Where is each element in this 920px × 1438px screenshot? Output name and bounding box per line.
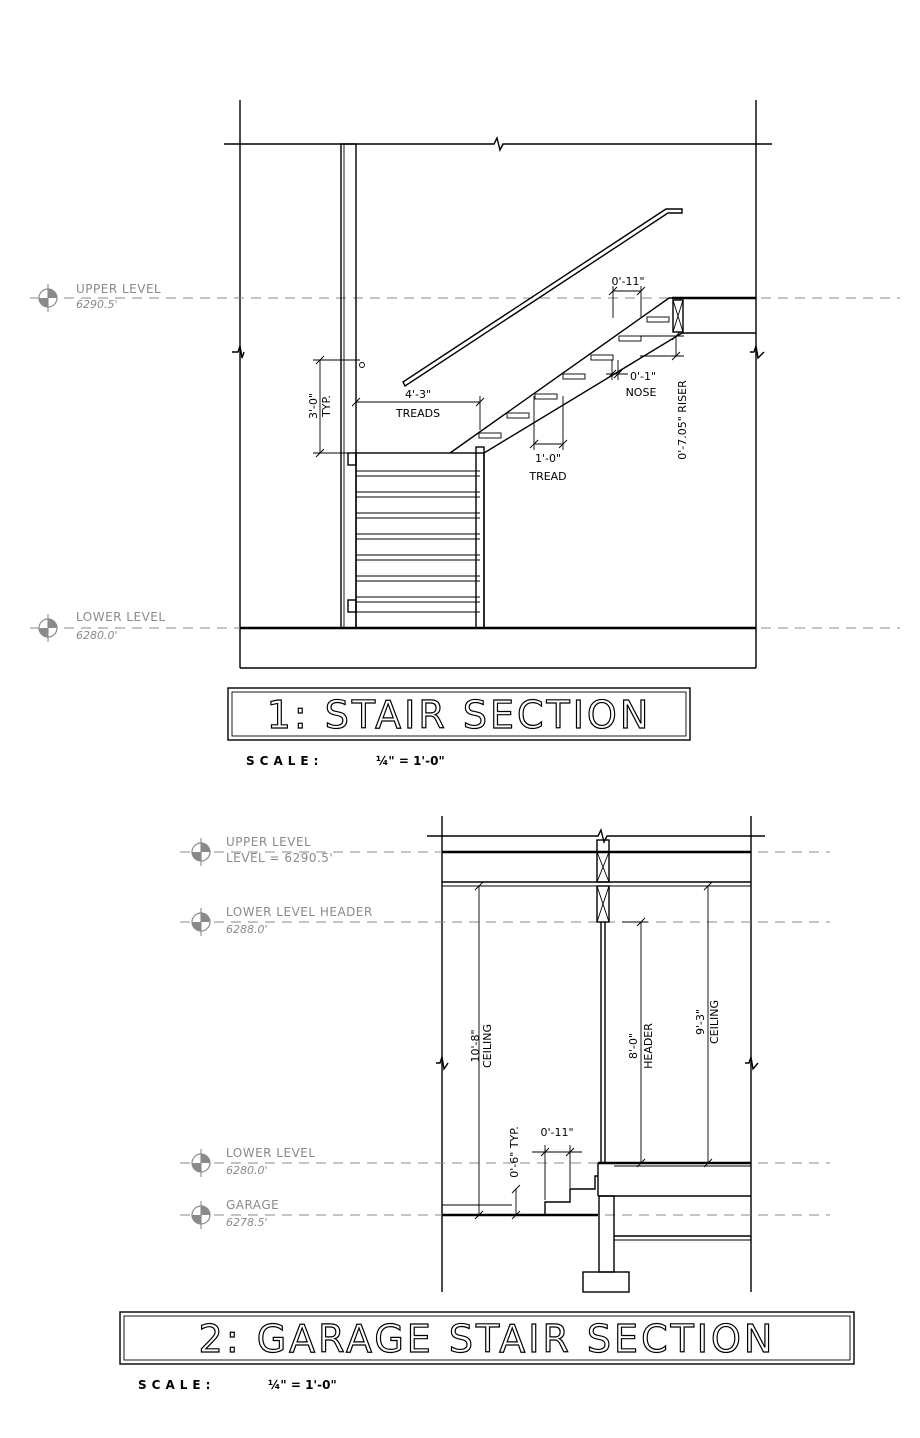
step-height-dim: 0'-6" TYP. [508, 1126, 521, 1177]
stair-section-1: UPPER LEVEL 6290.5' LOWER LEVEL 6280.0' [30, 100, 900, 768]
header-joist-2 [596, 885, 610, 923]
treads-label: TREADS [395, 407, 440, 420]
tread-depth-dim: 1'-0" [535, 452, 561, 465]
break-line-top [224, 135, 772, 153]
garage-steps [520, 1175, 598, 1216]
header-level-marker-icon [191, 908, 211, 936]
ceiling-left-label: CEILING [481, 1024, 494, 1068]
garage-level-marker-icon [191, 1201, 211, 1229]
upper-level-2-elevation: LEVEL = 6290.5' [226, 851, 333, 865]
header-height-dim: 8'-0" [627, 1033, 640, 1059]
ceiling-right-dim: 9'-3" [694, 1009, 707, 1035]
title-box-1 [227, 687, 691, 741]
garage-level-name: GARAGE [226, 1198, 279, 1212]
nose-dim: 0'-1" [630, 370, 656, 383]
header-level-elevation: 6288.0' [226, 923, 268, 936]
section-2-title: 2: GARAGE STAIR SECTION [199, 1317, 776, 1361]
rail-height-dim: 3'-0" [307, 393, 320, 419]
section-1-title: 1: STAIR SECTION [267, 693, 652, 737]
top-tread-dim: 0'-11" [611, 275, 644, 288]
break-left [232, 345, 245, 359]
rail-bracket-top [347, 452, 357, 466]
step-width-dim: 0'-11" [540, 1126, 573, 1139]
treads-length-dim: 4'-3" [405, 388, 431, 401]
upper-level-elevation: 6290.5' [76, 298, 118, 311]
ceiling-left-dim: 10'-8" [469, 1029, 482, 1062]
lower-level-2-elevation: 6280.0' [226, 1164, 268, 1177]
upper-level-2-marker-icon [191, 838, 211, 866]
garage-level-elevation: 6278.5' [226, 1216, 268, 1229]
lower-level-elevation: 6280.0' [76, 629, 118, 642]
footing [582, 1271, 630, 1293]
tread-label: TREAD [528, 470, 566, 483]
foundation-wall [598, 1195, 615, 1273]
upper-level-marker-icon [38, 284, 58, 312]
rail-bracket-bottom [347, 599, 357, 613]
rail-typ-dim: TYP. [320, 395, 333, 418]
handrail [402, 208, 683, 388]
break2-left [436, 1056, 449, 1071]
riser-dim: 0'-7.05" RISER [676, 380, 689, 460]
header-level-name: LOWER LEVEL HEADER [226, 905, 373, 919]
joist-top-2 [596, 839, 610, 883]
section-1-scale-value: ¼" = 1'-0" [376, 754, 445, 768]
section-1-scale-label: SCALE: [246, 754, 323, 768]
handrail-end [359, 362, 365, 368]
lower-level-2-marker-icon [191, 1149, 211, 1177]
lower-stair-risers [356, 470, 480, 613]
break-right [750, 345, 765, 360]
lower-level-name: LOWER LEVEL [76, 610, 166, 624]
lower-level-marker-icon [38, 614, 58, 642]
stair-section-2: UPPER LEVEL LEVEL = 6290.5' LOWER LEVEL … [119, 816, 855, 1392]
title-box-2 [119, 1311, 855, 1365]
upper-stringer-bottom [483, 332, 683, 454]
wall-column [340, 143, 357, 629]
section-2-scale-label: SCALE: [138, 1378, 215, 1392]
section-2-scale-value: ¼" = 1'-0" [268, 1378, 337, 1392]
break2-right [745, 1056, 759, 1071]
stair-post [475, 446, 485, 629]
break2-top [427, 827, 765, 845]
nose-label: NOSE [626, 386, 657, 399]
upper-level-2-name: UPPER LEVEL [226, 835, 311, 849]
ceiling-right-label: CEILING [708, 1000, 721, 1044]
lower-level-2-name: LOWER LEVEL [226, 1146, 316, 1160]
header-label: HEADER [642, 1023, 655, 1069]
upper-joist [672, 299, 684, 333]
upper-level-name: UPPER LEVEL [76, 282, 161, 296]
upper-treads [478, 316, 670, 439]
